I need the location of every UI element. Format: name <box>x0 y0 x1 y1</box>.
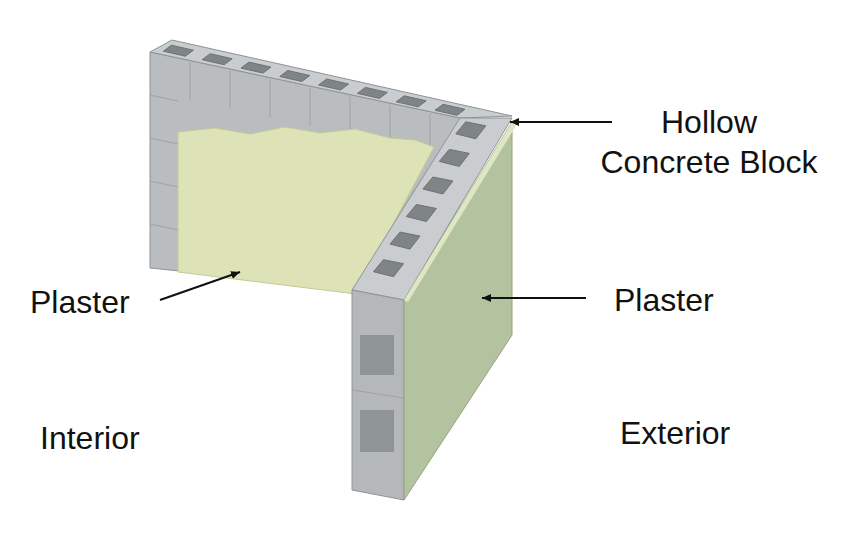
block-joint <box>350 97 351 135</box>
block-joint <box>352 390 404 398</box>
block-joint <box>150 224 178 230</box>
block-cell <box>280 71 310 82</box>
block-cell <box>374 260 404 277</box>
leader-arrow <box>160 272 240 300</box>
back-wall-top <box>150 40 512 118</box>
block-joint <box>310 88 311 126</box>
part-label: Hollow Concrete Block <box>596 102 822 182</box>
block-cell <box>241 62 271 73</box>
block-cell <box>423 177 453 194</box>
block-cell <box>406 205 436 222</box>
block-cell <box>456 122 486 139</box>
interior-plaster <box>178 127 434 294</box>
leader-arrow <box>510 121 612 123</box>
block-joint <box>150 138 178 144</box>
block-cell <box>390 232 420 249</box>
part-label: Plaster <box>30 282 130 322</box>
part-label: Plaster <box>614 280 714 320</box>
block-cells <box>163 45 485 277</box>
leader-arrow <box>482 297 586 299</box>
block-cell <box>357 87 387 98</box>
block-joint <box>270 80 271 118</box>
plaster-edge <box>404 122 516 302</box>
block-cell <box>396 96 426 107</box>
cell-opening <box>360 410 394 452</box>
exterior-plaster <box>404 122 512 500</box>
block-joint <box>230 71 231 109</box>
cell-opening <box>360 335 394 375</box>
block-joint <box>190 63 191 101</box>
block-cell <box>319 79 349 90</box>
block-cell <box>435 104 465 115</box>
block-cell <box>439 149 469 166</box>
block-cell <box>163 45 193 56</box>
block-cell <box>202 54 232 65</box>
side-label: Exterior <box>620 413 730 453</box>
block-joint <box>150 95 178 101</box>
block-joint <box>150 181 178 187</box>
side-label: Interior <box>40 418 140 458</box>
wall-end-face <box>352 290 404 500</box>
